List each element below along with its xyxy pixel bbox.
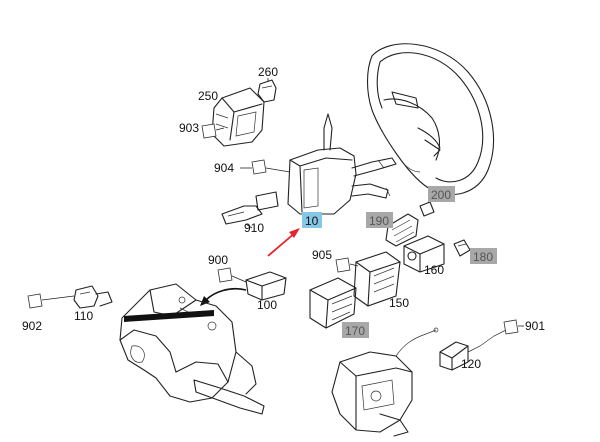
label-910: 910 xyxy=(244,221,264,235)
part-160 xyxy=(403,235,445,273)
red-arrow xyxy=(267,228,300,257)
connector-904 xyxy=(240,159,291,175)
label-180: 180 xyxy=(473,250,493,264)
pedal-module-bottom xyxy=(331,327,439,437)
switch-block-170 xyxy=(309,277,357,329)
label-905: 905 xyxy=(312,248,332,262)
label-170: 170 xyxy=(345,324,365,338)
label-200-highlight xyxy=(428,186,455,202)
label-170-highlight xyxy=(342,322,369,338)
sensor-110 xyxy=(73,285,113,309)
switch-190 xyxy=(385,201,435,247)
column-module-10 xyxy=(287,113,397,215)
label-100: 100 xyxy=(257,298,277,312)
connector-902 xyxy=(27,293,75,309)
label-901: 901 xyxy=(525,319,545,333)
connector-903 xyxy=(201,123,225,139)
sensor-260 xyxy=(257,78,277,103)
pedal-assembly xyxy=(119,283,265,415)
label-150: 150 xyxy=(389,296,409,310)
label-110: 110 xyxy=(74,309,93,323)
switch-block-150 xyxy=(353,251,401,307)
connector-901 xyxy=(503,319,524,335)
bracket-910 xyxy=(221,191,279,229)
connector-905 xyxy=(335,257,359,273)
label-190-highlight xyxy=(366,212,393,228)
label-160: 160 xyxy=(424,263,444,277)
label-10: 10 xyxy=(305,214,319,228)
label-250: 250 xyxy=(198,89,218,103)
label-904: 904 xyxy=(214,161,234,175)
label-260: 260 xyxy=(258,65,278,79)
part-120 xyxy=(439,329,507,371)
steering-wheel xyxy=(366,43,494,196)
label-200: 200 xyxy=(431,188,451,202)
label-180-highlight xyxy=(470,248,497,264)
curved-arrow xyxy=(200,287,247,306)
label-902: 902 xyxy=(22,319,42,333)
connector-900 xyxy=(217,267,247,283)
label-10-highlight xyxy=(302,212,322,228)
part-180 xyxy=(453,239,471,257)
sensor-100 xyxy=(245,271,287,301)
label-190: 190 xyxy=(369,214,389,228)
label-900: 900 xyxy=(208,253,228,267)
label-120: 120 xyxy=(461,357,481,371)
label-903: 903 xyxy=(179,121,199,135)
clock-spring-250 xyxy=(211,87,265,147)
